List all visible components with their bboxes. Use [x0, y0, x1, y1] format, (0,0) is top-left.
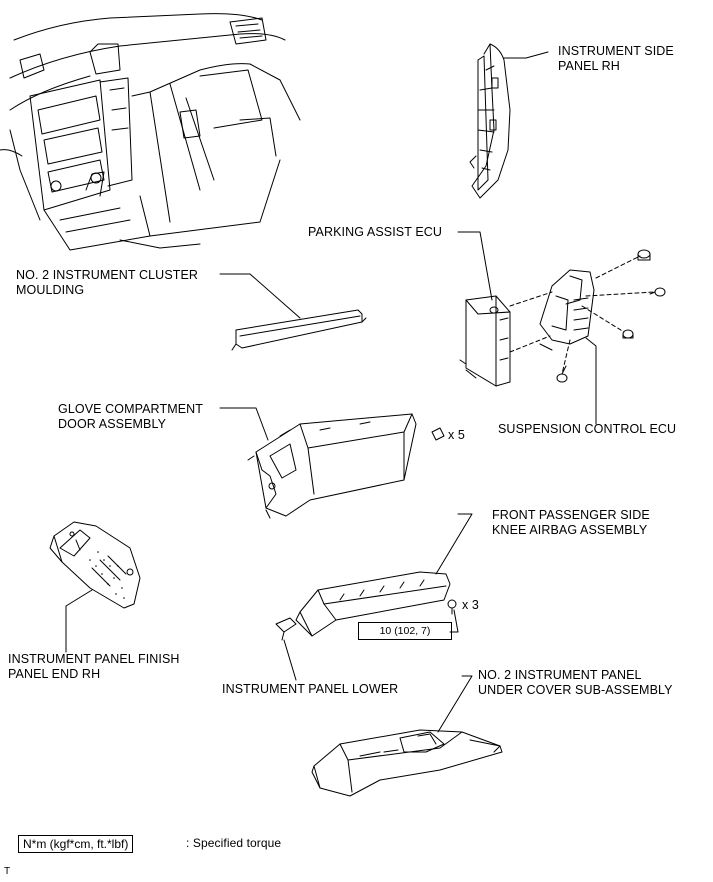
under-cover-part	[311, 729, 503, 797]
label-line: UNDER COVER SUB-ASSEMBLY	[478, 683, 673, 697]
label-glove-compartment: GLOVE COMPARTMENT DOOR ASSEMBLY	[58, 402, 203, 432]
leader-knee-airbag	[435, 513, 473, 575]
ecu-dashed-alignment-lines	[509, 255, 655, 375]
leader-side-panel	[503, 51, 549, 59]
panel-lower-clip-part	[275, 617, 297, 641]
label-instrument-side-panel-rh: INSTRUMENT SIDE PANEL RH	[558, 44, 674, 74]
leader-finish-panel	[65, 589, 93, 653]
label-line: KNEE AIRBAG ASSEMBLY	[492, 523, 648, 537]
ecu-assembly-part	[459, 249, 666, 387]
label-glove-qty: x 5	[448, 428, 465, 442]
leader-torque	[449, 609, 459, 633]
label-line: SUSPENSION CONTROL ECU	[498, 422, 677, 436]
label-line: PANEL RH	[558, 59, 620, 73]
leader-glove-compartment	[219, 407, 269, 441]
label-line: MOULDING	[16, 283, 85, 297]
label-knee-airbag: FRONT PASSENGER SIDE KNEE AIRBAG ASSEMBL…	[492, 508, 650, 538]
label-parking-assist-ecu: PARKING ASSIST ECU	[308, 225, 442, 240]
label-line: GLOVE COMPARTMENT	[58, 402, 204, 416]
label-suspension-control-ecu: SUSPENSION CONTROL ECU	[498, 422, 676, 437]
finish-panel-texture	[89, 551, 125, 599]
torque-spec-box: 10 (102, 7)	[358, 622, 452, 640]
leader-parking-assist	[457, 231, 493, 301]
label-line: DOOR ASSEMBLY	[58, 417, 167, 431]
label-line: PARKING ASSIST ECU	[308, 225, 443, 239]
label-line: INSTRUMENT PANEL LOWER	[222, 682, 399, 696]
legend-unit-box: N*m (kgf*cm, ft.*lbf)	[18, 835, 134, 853]
label-panel-lower: INSTRUMENT PANEL LOWER	[222, 682, 398, 697]
label-line: NO. 2 INSTRUMENT PANEL	[478, 668, 642, 682]
corner-mark: T	[4, 866, 11, 877]
label-knee-qty: x 3	[462, 598, 479, 612]
label-line: PANEL END RH	[8, 667, 101, 681]
finish-panel-end-part	[49, 521, 141, 609]
label-line: INSTRUMENT PANEL FINISH	[8, 652, 180, 666]
label-under-cover: NO. 2 INSTRUMENT PANEL UNDER COVER SUB-A…	[478, 668, 673, 698]
label-line: FRONT PASSENGER SIDE	[492, 508, 650, 522]
leader-panel-lower	[283, 639, 297, 681]
label-line: INSTRUMENT SIDE	[558, 44, 674, 58]
label-cluster-moulding: NO. 2 INSTRUMENT CLUSTER MOULDING	[16, 268, 198, 298]
dashboard-overview-illustration	[0, 13, 301, 251]
leader-cluster-moulding	[219, 273, 301, 319]
leader-suspension-ecu	[585, 337, 597, 425]
leader-under-cover	[437, 675, 473, 733]
label-finish-panel-end: INSTRUMENT PANEL FINISH PANEL END RH	[8, 652, 180, 682]
knee-airbag-part	[295, 571, 457, 637]
label-line: NO. 2 INSTRUMENT CLUSTER	[16, 268, 199, 282]
instrument-side-panel-rh-part	[469, 43, 511, 199]
legend-description: : Specified torque	[186, 836, 282, 850]
glove-compartment-part	[247, 413, 445, 519]
cluster-moulding-part	[231, 309, 367, 351]
